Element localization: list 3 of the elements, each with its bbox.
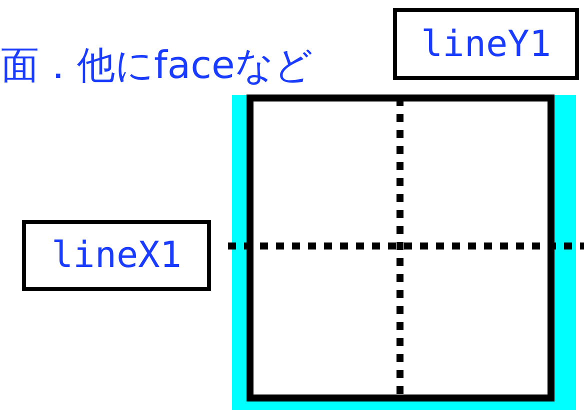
caption-text: 面．他にfaceなど (1, 42, 313, 89)
label-box: lineX1 (22, 220, 211, 291)
label-box: lineY1 (393, 8, 579, 80)
